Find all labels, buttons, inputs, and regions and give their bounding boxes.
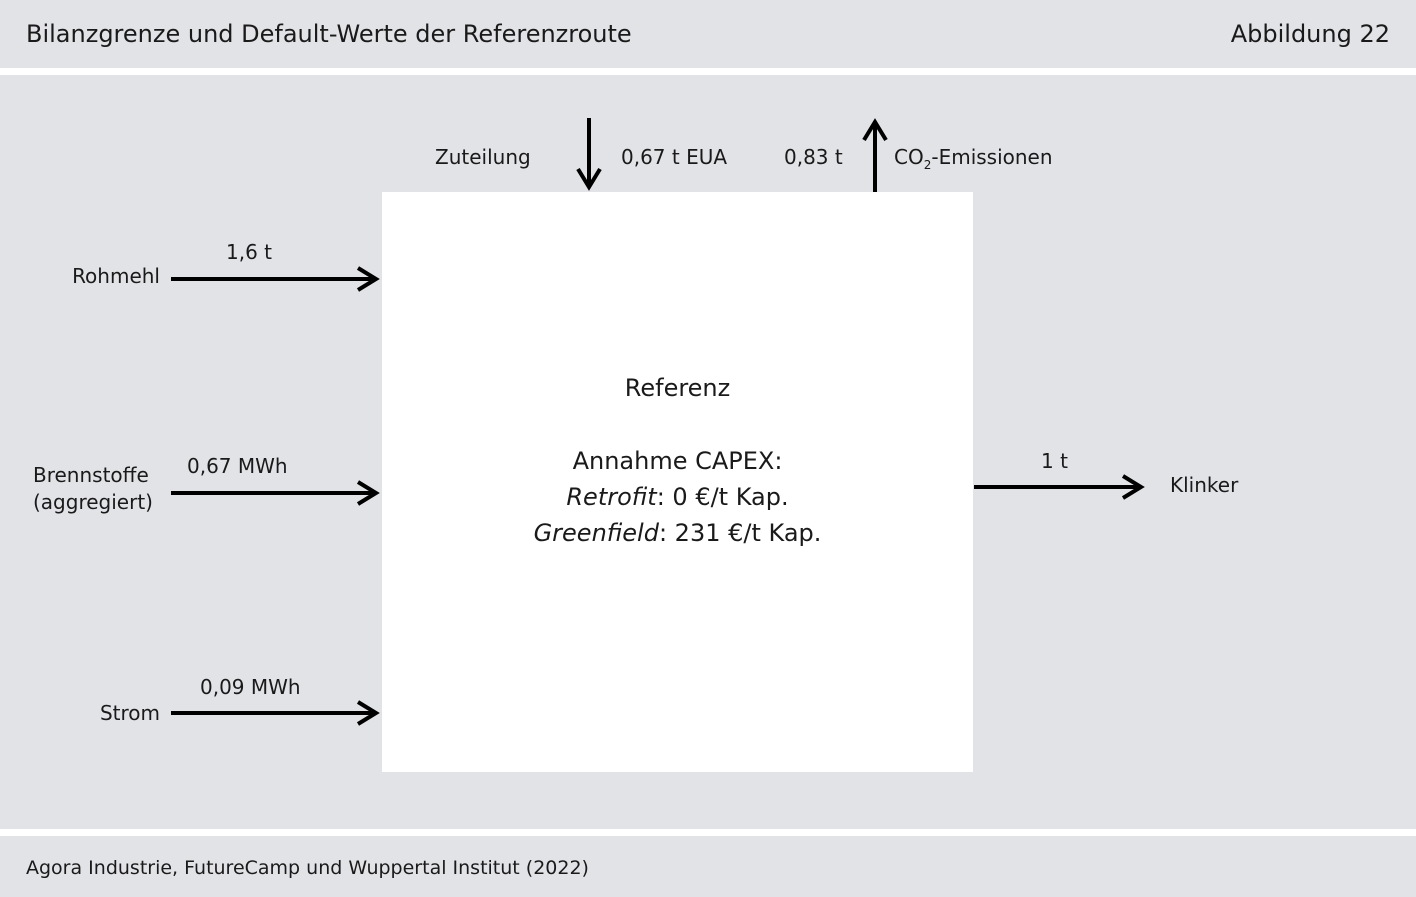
allocation-arrow [576,118,602,191]
input-label-brennstoffe-line1: Brennstoffe [33,463,149,487]
diagram-area: Zuteilung 0,67 t EUA 0,83 t CO2-Emission… [0,75,1416,829]
input-value-strom: 0,09 MWh [200,675,301,699]
input-label-brennstoffe-line2: (aggregiert) [33,490,153,514]
greenfield-label: Greenfield [533,519,659,547]
input-value-rohmehl: 1,6 t [226,240,273,264]
emissions-label: CO2-Emissionen [894,145,1053,172]
output-label-klinker: Klinker [1170,473,1239,497]
capex-heading: Annahme CAPEX: [572,447,783,475]
emissions-label-prefix: CO [894,145,924,169]
output-arrow-klinker [974,474,1145,500]
allocation-label: Zuteilung [435,145,531,169]
emissions-label-suffix: -Emissionen [931,145,1053,169]
input-arrow-strom [171,700,380,726]
allocation-value: 0,67 t EUA [621,145,728,169]
figure-title: Bilanzgrenze und Default-Werte der Refer… [26,20,632,48]
input-arrow-rohmehl [171,266,380,292]
input-value-brennstoffe: 0,67 MWh [187,454,288,478]
capex-retrofit: Retrofit: 0 €/t Kap. [382,483,973,511]
retrofit-label: Retrofit [566,483,657,511]
input-arrow-brennstoffe [171,480,380,506]
input-label-rohmehl: Rohmehl [72,264,160,288]
output-value-klinker: 1 t [1041,449,1068,473]
box-title: Referenz [624,374,731,402]
emissions-arrow [862,118,888,192]
process-box: Referenz Annahme CAPEX: Retrofit: 0 €/t … [382,192,973,772]
flow-arrows [171,118,1145,726]
capex-greenfield: Greenfield: 231 €/t Kap. [382,519,973,547]
header-bar: Bilanzgrenze und Default-Werte der Refer… [0,0,1416,68]
emissions-value: 0,83 t [784,145,843,169]
input-label-strom: Strom [99,701,160,725]
source-note: Agora Industrie, FutureCamp und Wupperta… [26,857,589,879]
retrofit-value: : 0 €/t Kap. [656,483,789,511]
footer-bar: Agora Industrie, FutureCamp und Wupperta… [0,836,1416,897]
emissions-label-subscript: 2 [923,158,932,172]
figure-number: Abbildung 22 [1230,20,1390,48]
greenfield-value: : 231 €/t Kap. [658,519,822,547]
